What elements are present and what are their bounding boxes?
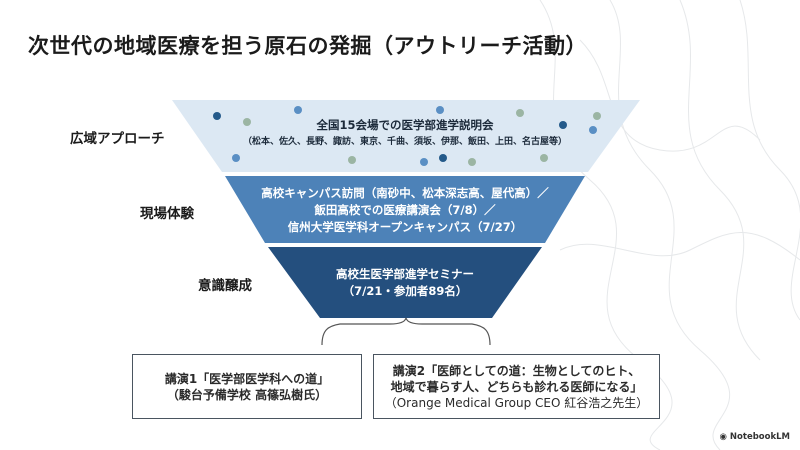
funnel-level-2 <box>225 176 585 243</box>
level-2-line2: 飯田高校での医療講演会（7/8）／ <box>314 203 496 217</box>
logo-text: NotebookLM <box>729 432 790 442</box>
level-1-line1: 全国15会場での医学部進学説明会 <box>316 118 494 132</box>
level-1-line2: （松本、佐久、長野、諏訪、東京、千曲、須坂、伊那、飯田、上田、名古屋等） <box>242 137 567 147</box>
slide-title: 次世代の地域医療を担う原石の発掘（アウトリーチ活動） <box>28 34 587 58</box>
decorative-dots <box>213 106 601 166</box>
funnel-level-3 <box>268 247 542 318</box>
level-label-field-experience: 現場体験 <box>140 206 194 222</box>
level-label-wide-approach: 広域アプローチ <box>70 131 165 147</box>
level-label-awareness: 意識醸成 <box>198 278 252 294</box>
notebooklm-logo: ◉ NotebookLM <box>719 432 790 442</box>
lecture-1-box: 講演1「医学部医学科への道」 （駿台予備学校 高篠弘樹氏） <box>132 354 362 419</box>
topographic-background <box>539 0 800 450</box>
level-2-line1: 高校キャンパス訪問（南砂中、松本深志高、屋代高）／ <box>261 186 549 200</box>
lecture-2-title-1: 講演2「医師としての道：生物としてのヒト、 <box>392 363 641 378</box>
funnel-level-1 <box>172 100 640 172</box>
lecture-2-speaker: （Orange Medical Group CEO 紅谷浩之先生） <box>384 395 649 410</box>
level-3-line2: （7/21・参加者89名） <box>342 284 468 298</box>
lecture-2-title-2: 地域で暮らす人、どちらも診れる医師になる」 <box>390 379 643 394</box>
lecture-2-box: 講演2「医師としての道：生物としてのヒト、 地域で暮らす人、どちらも診れる医師に… <box>373 354 660 419</box>
level-2-line3: 信州大学医学科オープンキャンパス（7/27） <box>287 220 523 234</box>
brace <box>321 317 491 346</box>
level-3-line1: 高校生医学部進学セミナー <box>336 267 474 281</box>
lecture-1-speaker: （駿台予備学校 高篠弘樹氏） <box>166 387 328 402</box>
lecture-1-title: 講演1「医学部医学科への道」 <box>164 371 330 386</box>
